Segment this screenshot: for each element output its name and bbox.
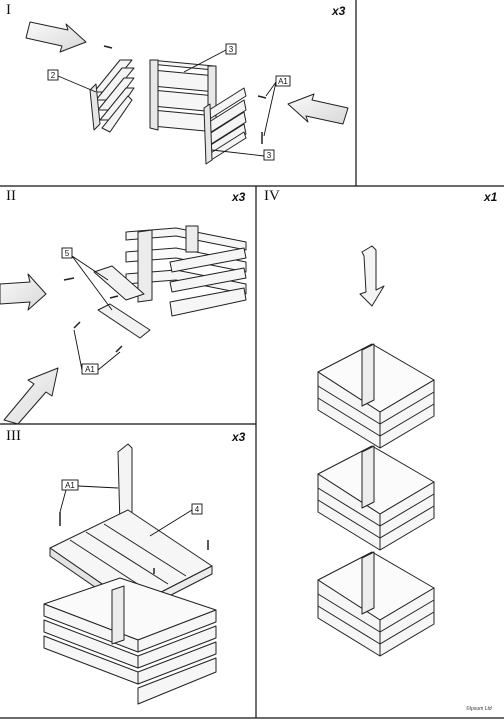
direction-arrow [25,21,87,53]
callout-label: 3 [267,151,272,160]
loose-slat [97,303,151,339]
callout-label: 2 [51,71,56,80]
callout-label: 3 [229,45,234,54]
callout-label: A1 [278,77,288,86]
callout-boxes [47,43,291,515]
step-4-illustration [317,245,435,657]
step-number-3: III [6,428,21,444]
step-quantity-2: x3 [232,190,246,204]
stacked-crate-bottom [317,551,435,657]
callout-label: 4 [195,505,200,514]
step-3-illustration [43,443,217,705]
side-panel-left [89,59,135,133]
direction-arrow [3,367,59,425]
step-quantity-1: x3 [332,4,346,18]
step-number-2: II [6,188,16,204]
loose-slat [93,265,145,301]
step-2-leaders [71,255,121,371]
copyright-text: ©Ipsum Ltd [466,706,492,712]
callout-label: 5 [65,249,70,258]
front-panel [149,59,217,135]
step-1-leaders [57,49,277,157]
direction-arrow [287,93,349,125]
callout-label: A1 [65,481,75,490]
step-number-1: I [6,2,11,18]
step-number-4: IV [264,188,280,204]
crate-body [125,225,247,317]
step-2-illustration [0,225,247,425]
step-quantity-3: x3 [232,430,246,444]
lower-crate [43,577,217,705]
stacked-crate-middle [317,445,435,551]
step-1-illustration [25,21,349,165]
callout-label: A1 [85,365,95,374]
direction-arrow [0,273,47,311]
upright-post [359,245,385,307]
stacked-crate-top [317,343,435,449]
step-quantity-4: x1 [484,190,498,204]
side-panel-right [203,87,247,165]
step-3-leaders [59,485,193,537]
